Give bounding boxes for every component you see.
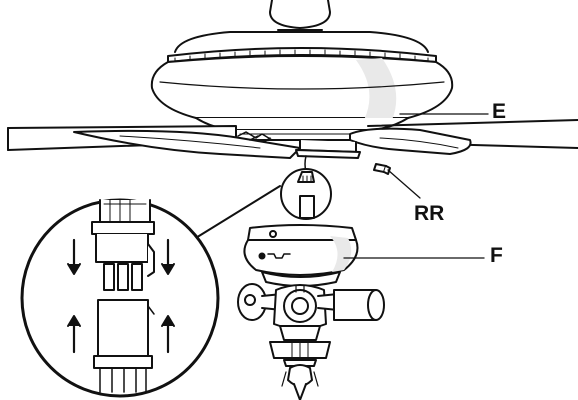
label-e: E [492, 100, 506, 123]
connector-detail-small [281, 169, 331, 219]
fan-motor-housing [152, 0, 452, 140]
screw-rr [374, 164, 390, 174]
callout-rr: RR [388, 170, 444, 225]
label-rr: RR [414, 202, 444, 225]
light-kit [238, 284, 384, 400]
label-f: F [490, 244, 503, 267]
callout-f: F [344, 244, 503, 267]
switch-housing [244, 225, 357, 286]
